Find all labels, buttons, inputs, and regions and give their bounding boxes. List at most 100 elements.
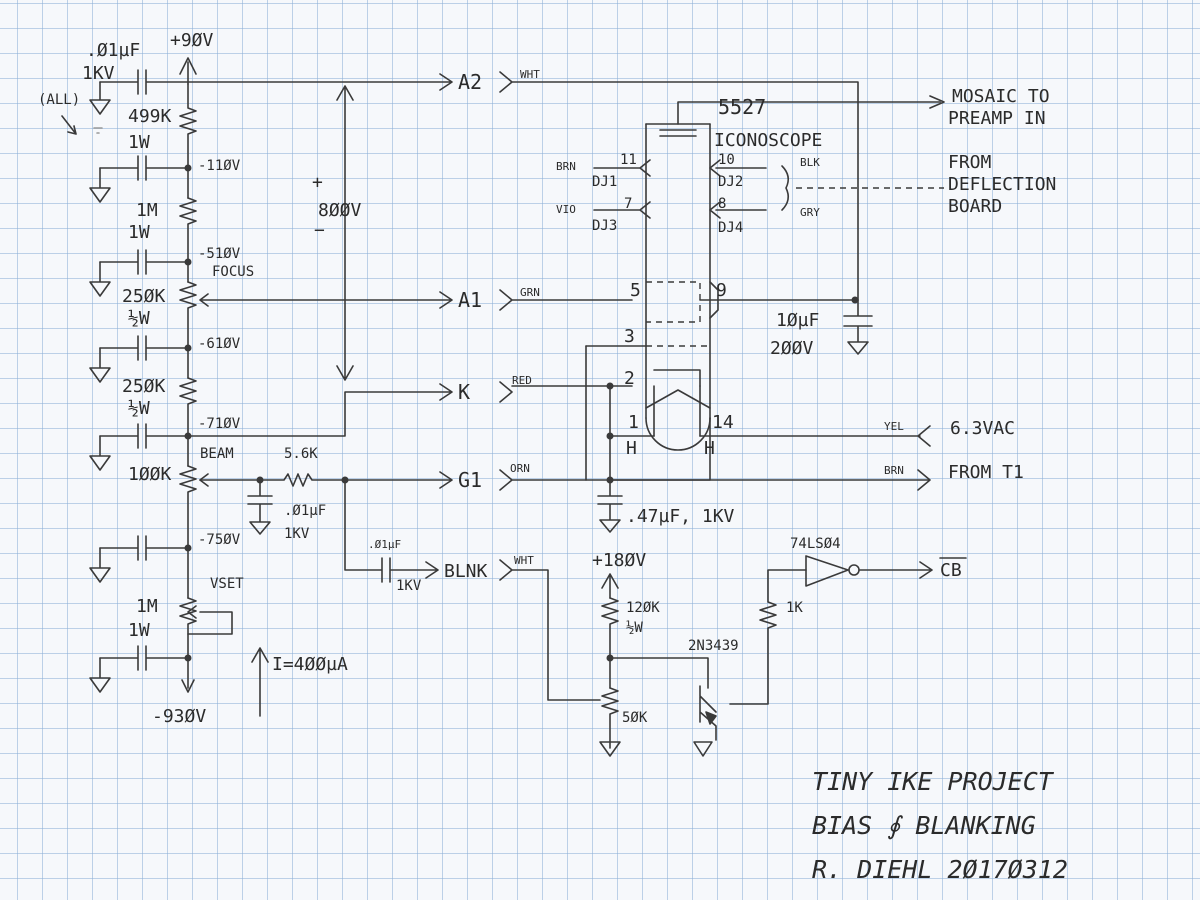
- heater-label: 6.3VAC: [950, 418, 1015, 439]
- title-line3: R. DIEHL 2Ø17Ø312: [812, 855, 1068, 884]
- bypass-capacitors: [61, 69, 189, 693]
- title-line1: TINY IKE PROJECT: [812, 767, 1055, 796]
- connector-k: K: [458, 380, 470, 404]
- tube-name: ICONOSCOPE: [714, 130, 822, 151]
- junction-dots: [184, 164, 859, 662]
- tube-pin3: 3: [624, 326, 635, 347]
- label-all: (ALL): [38, 92, 80, 108]
- label-beam: BEAM: [200, 446, 234, 462]
- tube-pin14: 14: [712, 412, 734, 433]
- kcap-label: .47µF, 1KV: [626, 506, 735, 527]
- defl-line3: BOARD: [948, 196, 1002, 217]
- label-bypass-cap: .Ø1µF: [86, 40, 140, 61]
- labels: +9ØV .Ø1µF 1KV (ALL) 499K 1W -11ØV 1M 1W…: [38, 30, 1068, 884]
- label-gcap-kv: 1KV: [284, 526, 310, 542]
- divider-chain: [179, 57, 197, 693]
- connector-wiring: [187, 73, 453, 717]
- wire-blk: BLK: [800, 156, 820, 169]
- label-r499-w: 1W: [128, 132, 150, 153]
- wire-grn: GRN: [520, 286, 540, 299]
- wire-vio: VIO: [556, 203, 576, 216]
- label-span-volts: 8ØØV: [318, 200, 362, 221]
- iconoscope-tube: [585, 95, 945, 491]
- label-span-minus: −: [314, 220, 325, 241]
- label-current: I=4ØØµA: [272, 654, 348, 675]
- label-r120k: 12ØK: [626, 600, 660, 616]
- label-span-plus: +: [312, 172, 323, 193]
- label-r5k6: 5.6K: [284, 446, 318, 462]
- label-r250b: 25ØK: [122, 376, 166, 397]
- label-r250a-w: ½W: [128, 308, 150, 329]
- cap10u-value: 1ØµF: [776, 310, 819, 331]
- cap10u-voltage: 2ØØV: [770, 338, 814, 359]
- tube-pin5: 5: [630, 280, 641, 301]
- wire-red: RED: [512, 374, 532, 387]
- label-r1m2: 1M: [136, 596, 158, 617]
- tube-dj3: DJ3: [592, 218, 617, 234]
- fromt1-label: FROM T1: [948, 462, 1024, 483]
- connector-g1: G1: [458, 468, 482, 492]
- label-minus930: -93ØV: [152, 706, 206, 727]
- label-blnk-cap: .Ø1µF: [368, 538, 401, 551]
- capacitor-10uf: [843, 299, 873, 355]
- defl-line2: DEFLECTION: [948, 174, 1056, 195]
- connector-blnk: BLNK: [444, 561, 488, 582]
- label-tap510: -51ØV: [198, 246, 241, 262]
- label-gcap: .Ø1µF: [284, 503, 326, 519]
- tube-pin7: 7: [624, 196, 632, 212]
- label-plus180: +18ØV: [592, 550, 646, 571]
- wire-gry: GRY: [800, 206, 820, 219]
- tube-h1: H: [626, 438, 637, 459]
- tube-type: 5527: [718, 95, 766, 119]
- tube-pin2: 2: [624, 368, 635, 389]
- label-bypass-kv: 1KV: [82, 63, 115, 84]
- label-tap610: -61ØV: [198, 336, 241, 352]
- tube-dj2: DJ2: [718, 174, 743, 190]
- mosaic-line1: MOSAIC TO: [952, 86, 1050, 107]
- label-vset: VSET: [210, 576, 244, 592]
- label-r1k: 1K: [786, 600, 803, 616]
- label-r499: 499K: [128, 106, 172, 127]
- wire-brn2: BRN: [884, 464, 904, 477]
- label-plus90: +9ØV: [170, 30, 214, 51]
- blanking-amplifier: [599, 555, 967, 757]
- wire-orn: ORN: [510, 462, 530, 475]
- label-transistor: 2N3439: [688, 638, 739, 654]
- label-r100k: 1ØØK: [128, 464, 172, 485]
- label-gate: 74LSØ4: [790, 536, 841, 552]
- defl-line1: FROM: [948, 152, 992, 173]
- title-line2: BIAS ∮ BLANKING: [812, 811, 1036, 840]
- label-blnk-kv: 1KV: [396, 578, 422, 594]
- capacitor-047uf: [597, 479, 623, 533]
- tube-pin11: 11: [620, 152, 637, 168]
- label-tap710: -71ØV: [198, 416, 241, 432]
- wire-wht2: WHT: [514, 554, 534, 567]
- wire-wht: WHT: [520, 68, 540, 81]
- mosaic-line2: PREAMP IN: [948, 108, 1046, 129]
- tube-dj4: DJ4: [718, 220, 743, 236]
- label-r250a: 25ØK: [122, 286, 166, 307]
- label-focus: FOCUS: [212, 264, 254, 280]
- label-r250b-w: ½W: [128, 398, 150, 419]
- label-r120k-w: ½W: [626, 620, 643, 636]
- tube-pin9: 9: [716, 280, 727, 301]
- label-r50k: 5ØK: [622, 710, 648, 726]
- connector-a2: A2: [458, 70, 482, 94]
- label-cb: CB: [940, 560, 962, 581]
- label-r1m2-w: 1W: [128, 620, 150, 641]
- connector-a1: A1: [458, 288, 482, 312]
- tube-pin8: 8: [718, 196, 726, 212]
- wire-yel: YEL: [884, 420, 904, 433]
- tube-pin10: 10: [718, 152, 735, 168]
- label-tap110: -11ØV: [198, 158, 241, 174]
- tube-pin1: 1: [628, 412, 639, 433]
- label-tap750: -75ØV: [198, 532, 241, 548]
- tube-dj1: DJ1: [592, 174, 617, 190]
- tube-h2: H: [704, 438, 715, 459]
- label-r1m-w: 1W: [128, 222, 150, 243]
- wire-brn: BRN: [556, 160, 576, 173]
- label-r1m: 1M: [136, 200, 158, 221]
- deflection-link: [781, 165, 944, 211]
